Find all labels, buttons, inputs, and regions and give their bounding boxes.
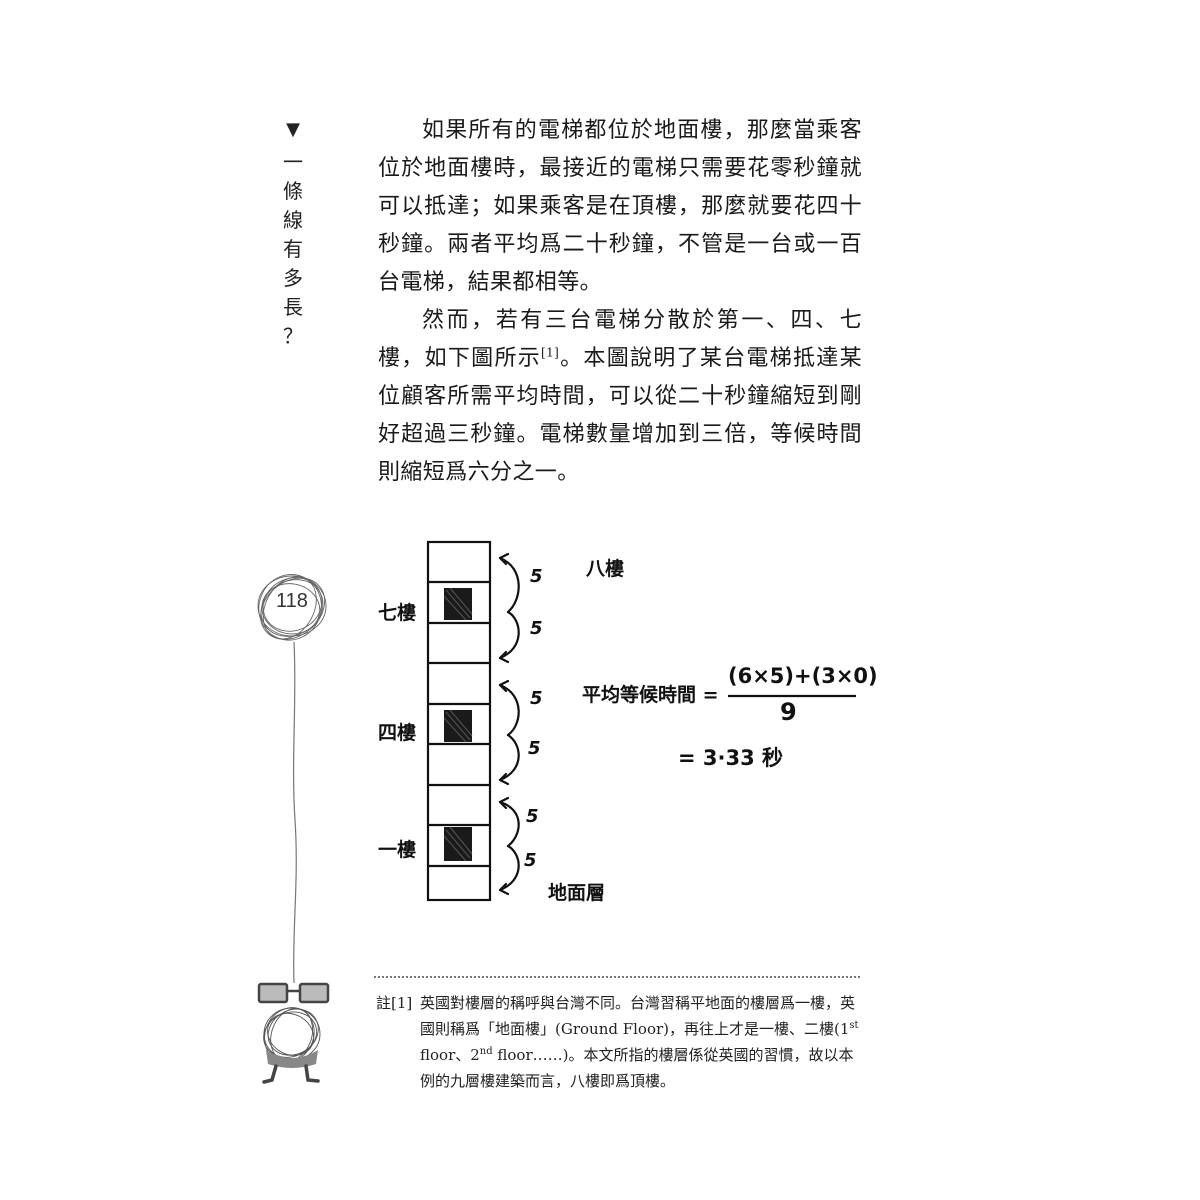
chapter-title-vertical: ▼ 一 條 線 有 多 長 ？	[278, 118, 308, 351]
chapter-title-char: 多	[283, 266, 303, 290]
chapter-title-char: 一	[283, 150, 303, 174]
body-text: 如果所有的電梯都位於地面樓，那麼當乘客位於地面樓時，最接近的電梯只需要花零秒鐘就…	[378, 112, 862, 492]
footnote-sup-st: st	[849, 1020, 859, 1031]
footnote-text-2: floor、2	[420, 1046, 480, 1064]
wait-value: 5	[528, 738, 541, 759]
doodle-glasses-character-icon	[257, 982, 330, 1084]
elevator-car-7	[443, 587, 473, 621]
formula-label: 平均等候時間 =	[582, 684, 719, 706]
footnote-tag: 註[1]	[376, 994, 413, 1012]
formula-result: = 3·33 秒	[678, 746, 784, 770]
chapter-title-char: ？	[283, 324, 303, 348]
label-seventh-floor: 七樓	[378, 602, 417, 624]
string-line-icon	[292, 641, 297, 984]
formula-numerator: (6×5)+(3×0)	[728, 664, 878, 688]
wait-value: 5	[526, 806, 539, 827]
paragraph-2-part-a: 然而，若有三台電梯分散於第一、四、七樓，如下圖所示	[378, 308, 862, 371]
chapter-title-char: 條	[283, 179, 303, 203]
footnote-text-3: floor……)。本文所指的樓層係從英國的習慣，故以本例的九層樓建築而言，八樓即…	[420, 1046, 854, 1090]
elevator-car-1	[443, 826, 473, 862]
label-eighth-floor: 八樓	[586, 558, 625, 580]
elevator-diagram: 八樓 七樓 四樓 一樓 地面層 5 5 5 5 5 5 平均等候時間 = (6×…	[360, 530, 880, 910]
label-first-floor: 一樓	[378, 839, 417, 861]
footnote: 註[1] 英國對樓層的稱呼與台灣不同。台灣習稱平地面的樓層爲一樓，英國則稱爲「地…	[376, 990, 862, 1094]
elevator-car-4	[443, 709, 473, 743]
paragraph-2: 然而，若有三台電梯分散於第一、四、七樓，如下圖所示[1]。本圖說明了某台電梯抵達…	[378, 302, 862, 492]
wait-value: 5	[530, 618, 543, 639]
chapter-title-char: 長	[283, 295, 303, 319]
footnote-sup-nd: nd	[479, 1046, 493, 1057]
chapter-title-char: 有	[283, 237, 303, 261]
wait-value: 5	[530, 566, 543, 587]
wait-value: 5	[530, 688, 543, 709]
doodle-character	[250, 976, 340, 1096]
label-ground-floor: 地面層	[548, 882, 606, 904]
chapter-title-char: 線	[283, 208, 303, 232]
label-fourth-floor: 四樓	[378, 722, 417, 744]
scribble-ball-icon	[257, 574, 327, 641]
wait-value: 5	[524, 850, 537, 871]
footnote-text-1: 英國對樓層的稱呼與台灣不同。台灣習稱平地面的樓層爲一樓，英國則稱爲「地面樓」(G…	[420, 994, 856, 1038]
page-number-badge: 118	[252, 568, 332, 648]
paragraph-2-part-b: 。本圖說明了某台電梯抵達某位顧客所需平均時間，可以從二十秒鐘縮短到剛好超過三秒鐘…	[378, 346, 862, 485]
paragraph-1: 如果所有的電梯都位於地面樓，那麼當乘客位於地面樓時，最接近的電梯只需要花零秒鐘就…	[378, 118, 862, 295]
triangle-marker-icon: ▼	[286, 119, 300, 140]
formula-denominator: 9	[780, 698, 797, 726]
footnote-reference[interactable]: [1]	[541, 345, 560, 360]
footnote-divider	[374, 976, 860, 978]
elevator-shaft-drawing	[426, 540, 856, 902]
page-number: 118	[276, 590, 308, 612]
footnote-body: 英國對樓層的稱呼與台灣不同。台灣習稱平地面的樓層爲一樓，英國則稱爲「地面樓」(G…	[420, 990, 862, 1094]
